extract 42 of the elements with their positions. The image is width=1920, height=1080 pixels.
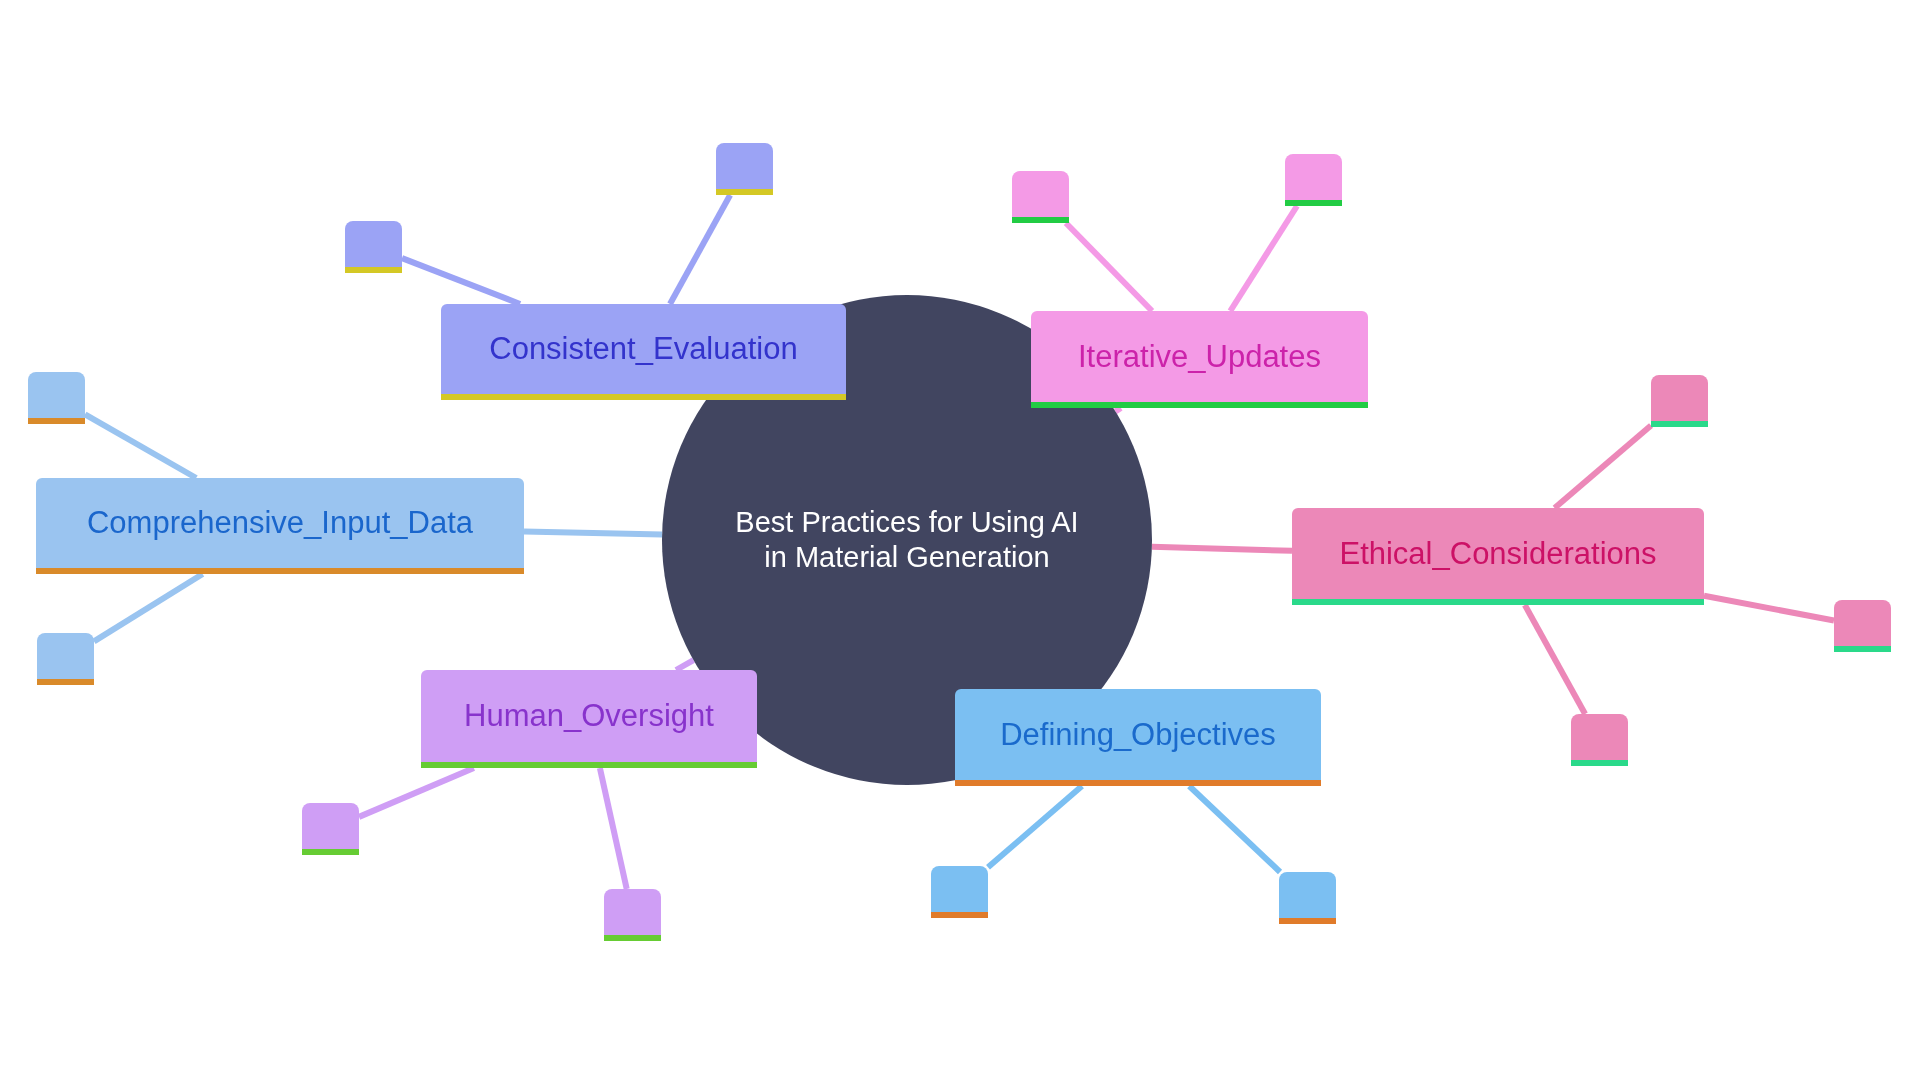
connector-line <box>1703 592 1835 624</box>
branch-topic-box <box>1031 311 1368 408</box>
connector-line <box>674 657 695 673</box>
connector-line <box>986 783 1084 870</box>
branch-topic-box <box>421 670 757 768</box>
connector-line <box>1063 220 1155 314</box>
leaf-box <box>931 866 988 918</box>
leaf-box <box>1012 171 1069 223</box>
connector-line <box>1151 543 1293 554</box>
branch-topic-label: Defining_Objectives <box>999 715 1277 754</box>
connector-line <box>596 767 630 890</box>
leaf-box <box>345 221 402 273</box>
leaf-box <box>1651 375 1708 427</box>
branch-topic-label: Ethical_Considerations <box>1338 534 1658 573</box>
connector-line <box>1227 204 1300 313</box>
leaf-box <box>37 633 94 685</box>
branch-topic-box <box>955 689 1321 786</box>
branch-topic-box <box>441 304 846 400</box>
leaf-box <box>28 372 85 424</box>
leaf-box <box>302 803 359 855</box>
branch-topic-box <box>1292 508 1704 605</box>
leaf-box <box>716 143 773 195</box>
connector-line <box>83 411 198 481</box>
connector-line <box>667 193 733 306</box>
branch-topic-label: Iterative_Updates <box>1077 337 1322 376</box>
connector-line <box>1522 603 1588 716</box>
connector-line <box>92 571 205 644</box>
branch-topic-label: Consistent_Evaluation <box>488 330 799 368</box>
connector-line <box>1552 423 1653 511</box>
leaf-box <box>1834 600 1891 652</box>
leaf-box <box>1285 154 1342 206</box>
branch-topic-box <box>36 478 524 574</box>
leaf-box <box>1279 872 1336 924</box>
leaf-box <box>604 889 661 941</box>
connector-line <box>1187 783 1283 875</box>
connector-line <box>357 765 476 820</box>
branch-topic-label: Human_Oversight <box>463 697 715 735</box>
connector-line <box>523 528 663 538</box>
connector-line <box>400 255 522 307</box>
central-topic-text: Best Practices for Using AI in Material Generation <box>734 505 1080 575</box>
leaf-box <box>1571 714 1628 766</box>
branch-topic-label: Comprehensive_Input_Data <box>86 504 474 542</box>
